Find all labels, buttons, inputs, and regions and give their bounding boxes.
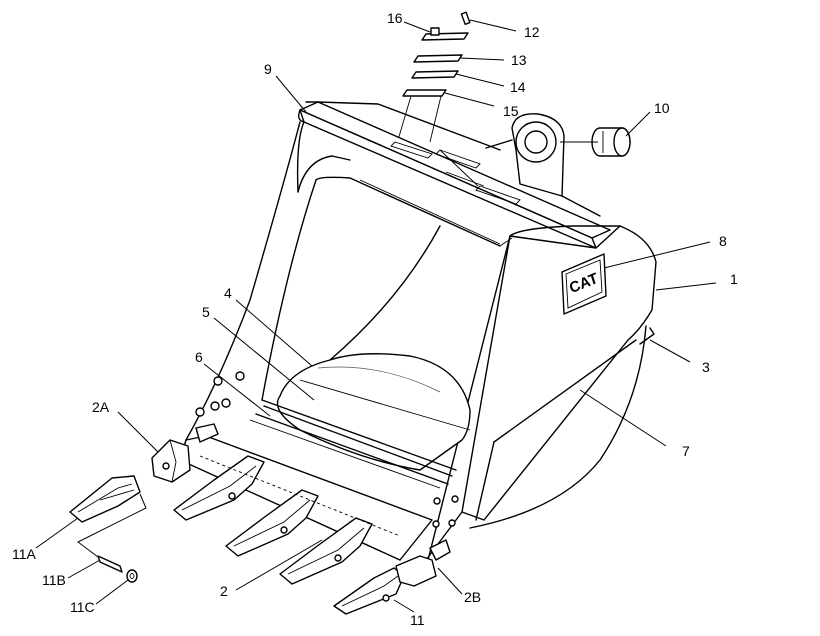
part-13-shim [413, 54, 463, 63]
tooth-11 [333, 567, 405, 615]
callout-5: 5 [202, 304, 210, 320]
adapter-alignment [199, 455, 451, 587]
callout-1: 1 [730, 271, 738, 287]
part-16-plate [421, 27, 469, 41]
part-2a-adapter [151, 423, 219, 483]
part-15-plate [397, 89, 447, 143]
part-14-shim [411, 70, 459, 79]
tooth-11a [69, 475, 141, 523]
part-11c-retainer [126, 569, 138, 583]
callout-8: 8 [719, 233, 727, 249]
callout-13: 13 [511, 52, 527, 68]
callout-16: 16 [387, 10, 403, 26]
tooth-2 [225, 489, 319, 557]
bucket-body [179, 101, 657, 569]
callout-11: 11 [410, 612, 425, 628]
tooth-3 [279, 517, 373, 585]
callout-15: 15 [503, 103, 519, 119]
callout-11c: 11C [70, 599, 95, 615]
callout-9: 9 [264, 61, 272, 77]
callout-11a: 11A [12, 546, 36, 562]
callout-7: 7 [682, 443, 690, 459]
callout-6: 6 [195, 349, 203, 365]
callout-2: 2 [220, 583, 228, 599]
callout-2b: 2B [464, 589, 482, 605]
callout-14: 14 [510, 79, 526, 95]
part-12-bolt [460, 11, 471, 26]
callout-4: 4 [224, 285, 232, 301]
callout-2a: 2A [92, 399, 110, 415]
callout-12: 12 [524, 24, 540, 40]
leader-lines [35, 19, 717, 613]
tooth-1 [173, 455, 265, 521]
callout-3: 3 [702, 359, 710, 375]
callout-10: 10 [654, 100, 670, 116]
part-10-bushing [591, 127, 631, 157]
callout-11b: 11B [42, 572, 66, 588]
